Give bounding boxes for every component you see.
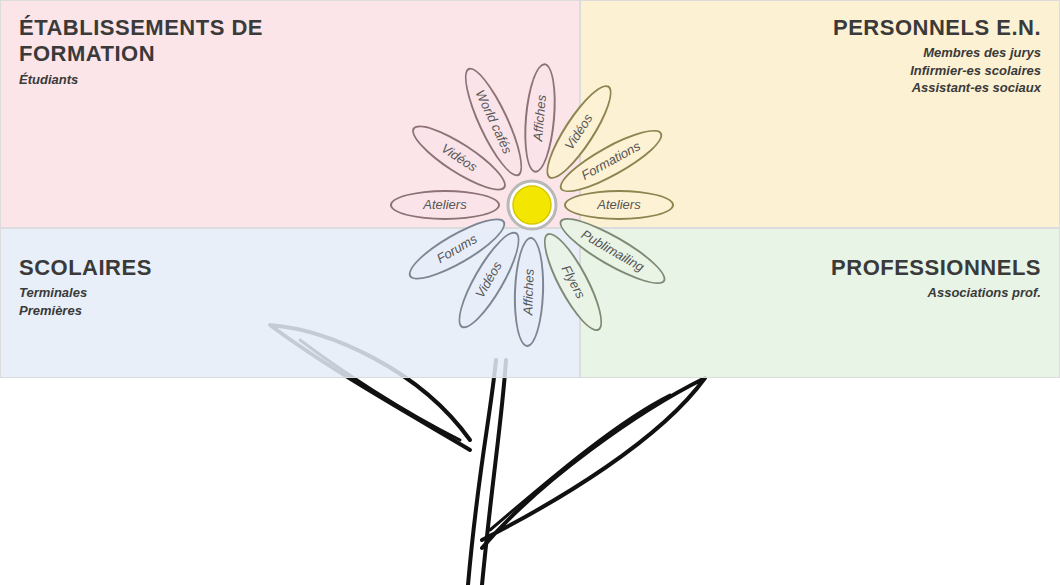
band-heading: ÉTABLISSEMENTS DE FORMATION [19, 15, 269, 68]
band-subtext: Associations prof. [599, 284, 1041, 302]
band-heading: PROFESSIONNELS [791, 255, 1041, 281]
band-heading: SCOLAIRES [19, 255, 269, 281]
band-heading: PERSONNELS E.N. [791, 15, 1041, 41]
petal-label: Ateliers [597, 198, 640, 212]
band-subtext: Assistant-es sociaux [599, 79, 1041, 97]
petal-label: Flyers [558, 263, 587, 301]
flower-petal: Ateliers [390, 190, 500, 220]
petal-label: Affiches [521, 269, 537, 316]
audience-band: PROFESSIONNELS Associations prof. [580, 228, 1060, 378]
flower-petal: Ateliers [564, 190, 674, 220]
band-subtext: Membres des jurys [599, 44, 1041, 62]
band-subtext: Infirmier-es scolaires [599, 62, 1041, 80]
petal-label: Affiches [530, 95, 548, 142]
petal-label: Ateliers [423, 198, 466, 212]
